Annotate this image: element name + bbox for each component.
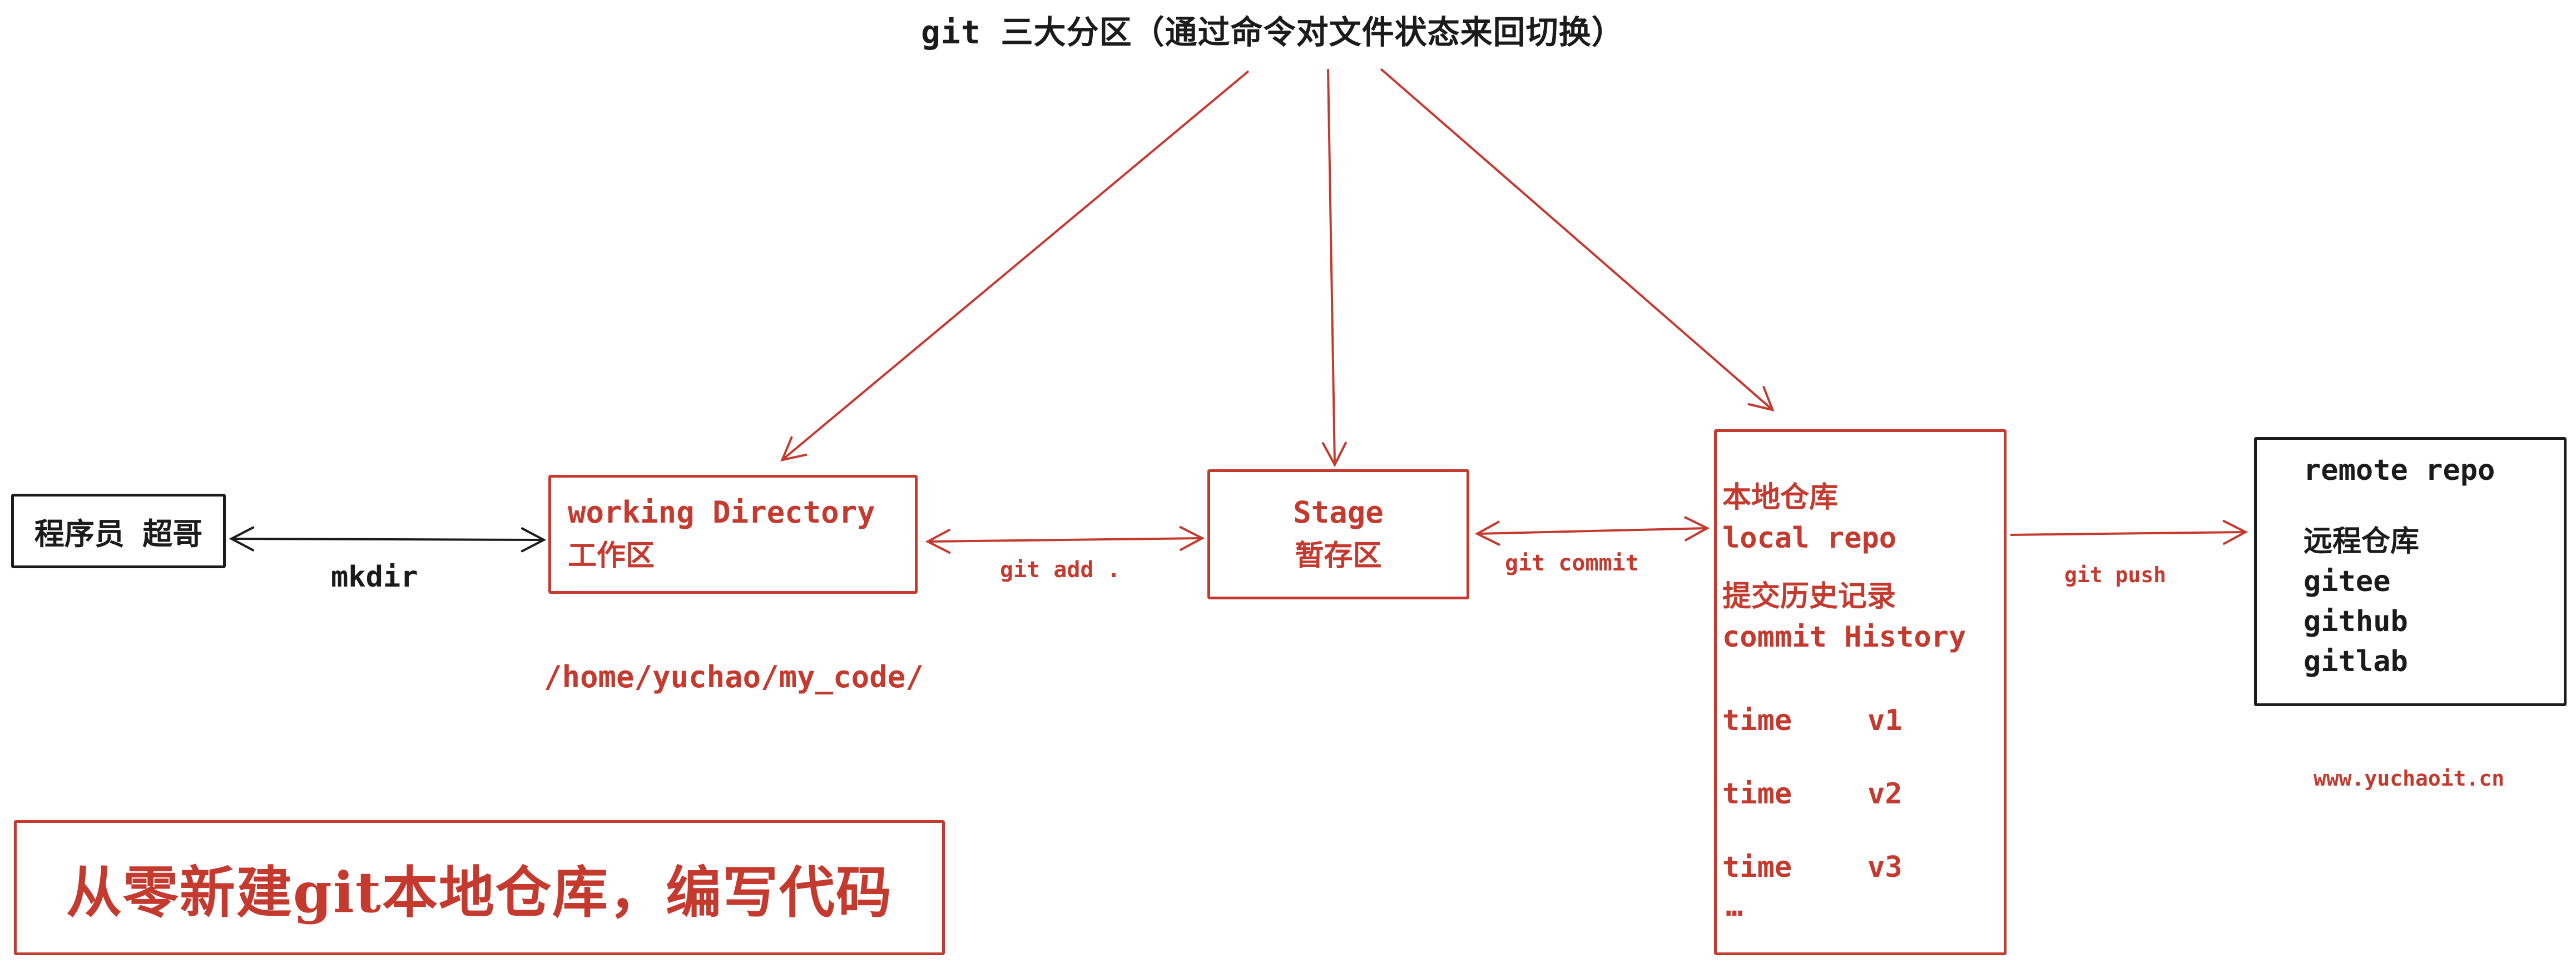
git-add-arrow-label: git add . [1000, 557, 1121, 583]
commit-history-ellipsis: … [1726, 890, 1746, 923]
bottom-note-box: 从零新建git本地仓库，编写代码 [14, 820, 945, 955]
mkdir-arrow-label: mkdir [331, 560, 418, 594]
working-directory-subtitle: 工作区 [568, 539, 655, 573]
stage-subtitle: 暂存区 [1295, 539, 1382, 573]
remote-repo-line: gitlab [2303, 645, 2408, 678]
local-repo-title-cn: 本地仓库 [1722, 481, 1839, 514]
git-push-arrow [2010, 519, 2248, 545]
remote-repo-line: 远程仓库 [2303, 525, 2420, 558]
local-repo-history-en: commit History [1722, 620, 1966, 654]
bottom-note-text: 从零新建git本地仓库，编写代码 [66, 860, 893, 925]
title-arrow-to-stage [1321, 68, 1347, 468]
git-add-arrow [925, 525, 1205, 554]
stage-box: Stage 暂存区 [1207, 469, 1469, 599]
remote-repo-box: remote repo 远程仓库 gitee github gitlab [2254, 437, 2567, 706]
programmer-box: 程序员 超哥 [11, 494, 226, 568]
commit-time-label: time [1722, 777, 1792, 811]
commit-version-label: v1 [1867, 704, 1903, 737]
git-commit-arrow-label: git commit [1505, 550, 1639, 576]
working-directory-title: working Directory [568, 495, 875, 530]
git-push-arrow-label: git push [2064, 563, 2167, 587]
remote-repo-line: gitee [2303, 565, 2391, 598]
diagram-title: git 三大分区（通过命令对文件状态来回切换） [921, 13, 1624, 51]
git-commit-arrow [1474, 516, 1710, 546]
commit-version-label: v2 [1867, 777, 1903, 811]
commit-version-label: v3 [1867, 851, 1903, 884]
commit-row: time v1 [1722, 701, 2004, 741]
remote-repo-title: remote repo [2303, 454, 2495, 487]
commit-time-label: time [1722, 704, 1792, 737]
stage-title: Stage [1293, 495, 1384, 530]
commit-row: time v2 [1722, 774, 2004, 815]
mkdir-arrow [229, 526, 547, 553]
local-repo-box: 本地仓库 local repo 提交历史记录 commit History ti… [1714, 429, 2007, 955]
local-repo-history-cn: 提交历史记录 [1722, 580, 1896, 613]
working-directory-box: working Directory 工作区 [548, 475, 918, 594]
working-directory-path: /home/yuchao/my_code/ [544, 659, 924, 694]
remote-repo-line: github [2303, 605, 2408, 638]
title-arrow-to-working-directory [780, 70, 1250, 462]
commit-row: time v3 [1722, 847, 2004, 888]
commit-time-label: time [1722, 851, 1792, 884]
title-arrow-to-local-repo [1380, 68, 1775, 412]
programmer-box-label: 程序员 超哥 [34, 516, 203, 552]
local-repo-title-en: local repo [1722, 522, 1897, 555]
watermark-url: www.yuchaoit.cn [2314, 766, 2505, 791]
